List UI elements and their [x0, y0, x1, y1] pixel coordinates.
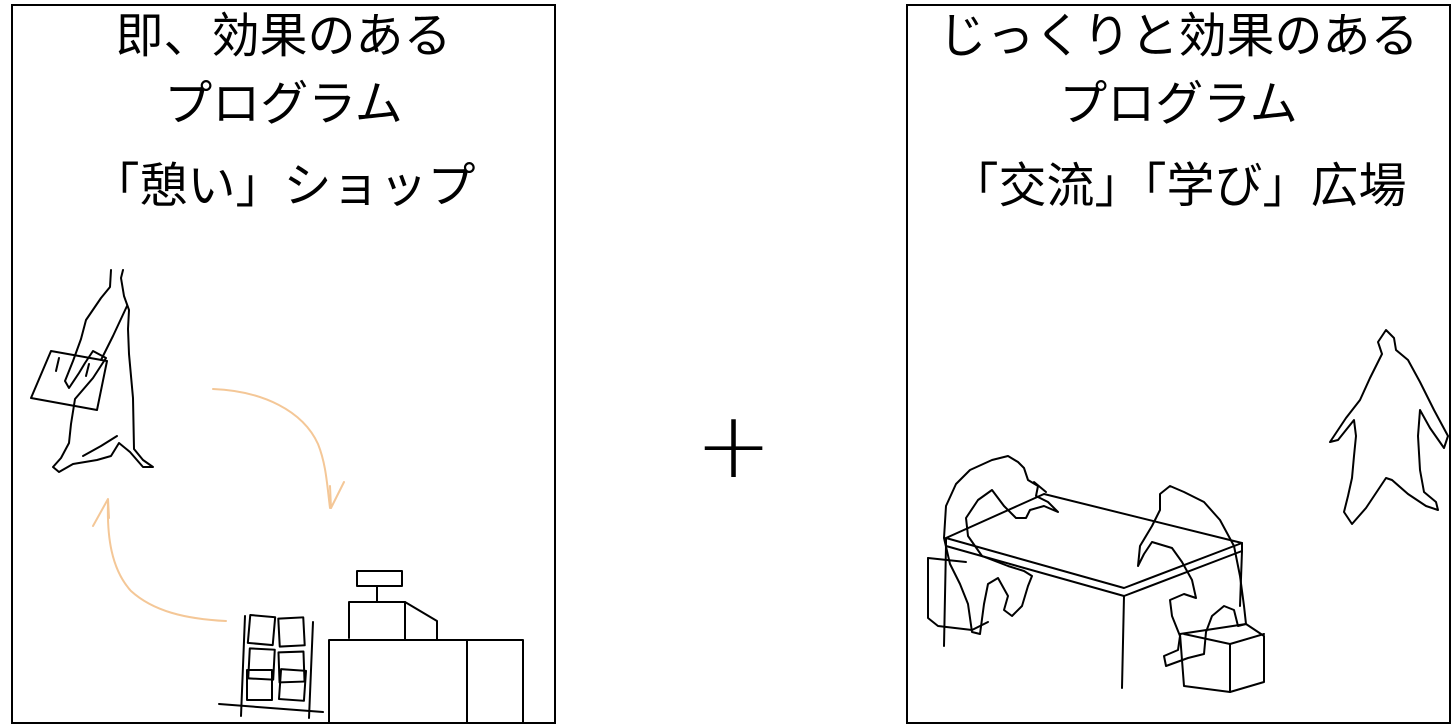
shop-counter-icon [328, 639, 524, 723]
left-panel-quick-effect: 即、効果のある プログラム 「憩い」ショップ [11, 4, 556, 724]
right-title-line2: プログラム [1059, 76, 1298, 132]
right-panel-deep-effect: じっくりと効果のある プログラム 「交流」「学び」広場 [906, 4, 1451, 724]
cycle-arrows-icon [92, 388, 345, 622]
shopper-figure-icon [52, 269, 154, 473]
plaza-illustration [927, 329, 1449, 693]
cash-register-icon [348, 570, 438, 641]
left-title-line1: 即、効果のある [115, 8, 452, 64]
right-title-line1: じっくりと効果のある [938, 8, 1419, 64]
walking-person-icon [1329, 329, 1449, 525]
left-subtitle-shop: 「憩い」ショップ [91, 158, 476, 214]
display-rack-icon [218, 614, 324, 719]
seated-person-left-icon [927, 455, 1059, 635]
right-subtitle-plaza: 「交流」「学び」広場 [950, 158, 1407, 214]
left-title-line2: プログラム [164, 76, 403, 132]
seated-person-right-icon [1137, 485, 1265, 693]
plus-operator: + [695, 392, 773, 499]
table-icon [943, 493, 1243, 689]
shop-illustration [30, 269, 524, 723]
shopping-bag-icon [30, 350, 108, 411]
